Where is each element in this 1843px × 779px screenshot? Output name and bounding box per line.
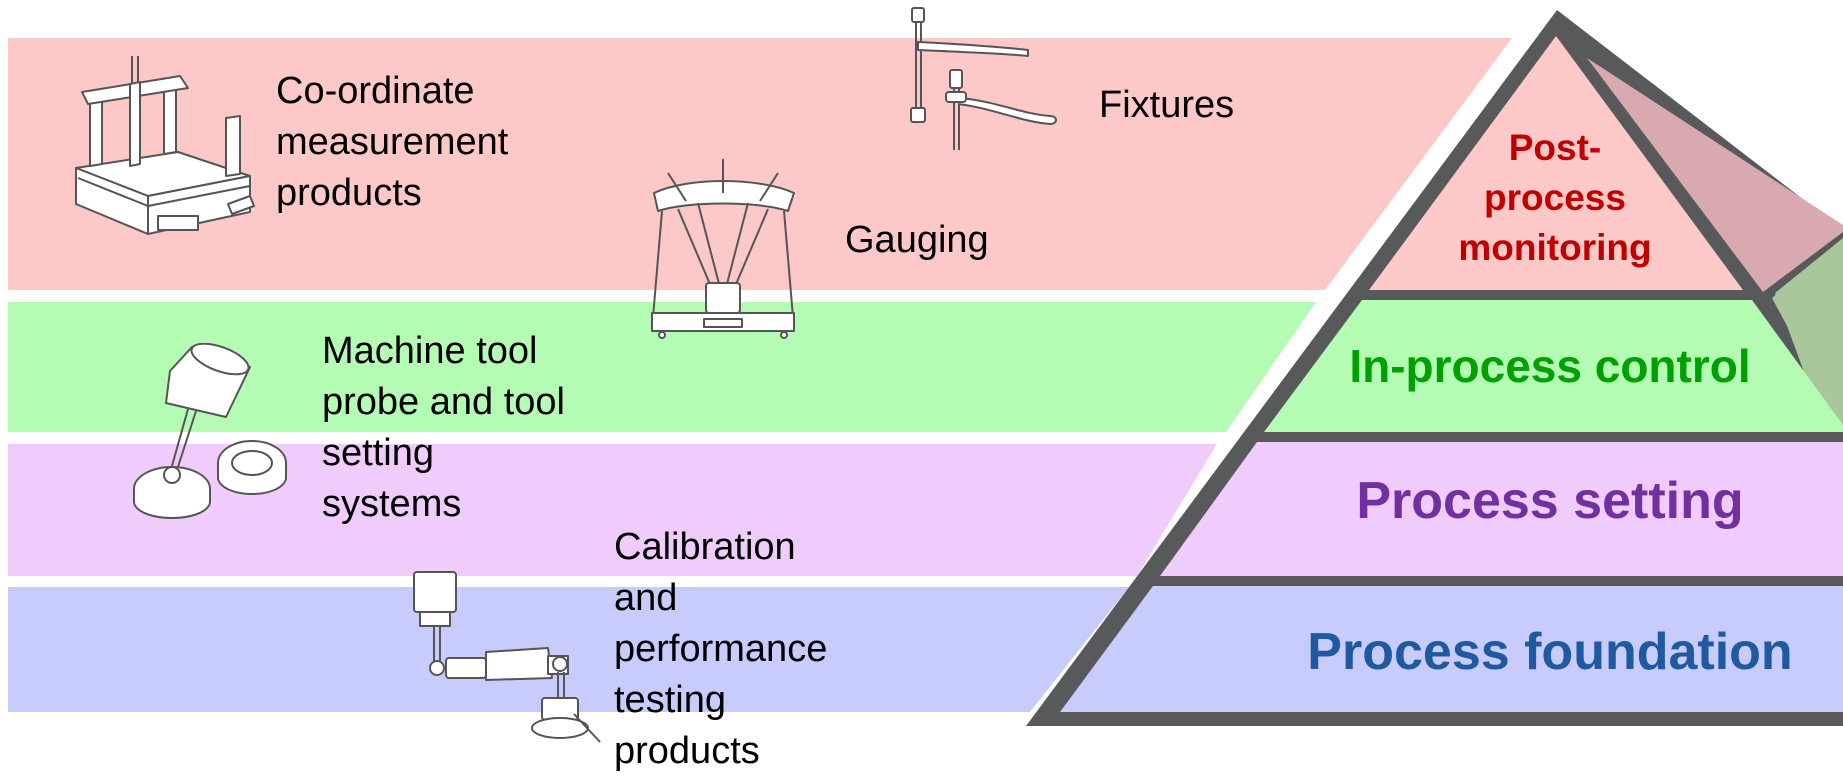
process-foundation-band <box>8 587 1129 712</box>
gauging-product-label: Gauging <box>845 219 989 261</box>
calibration-product-label: Calibration and performance testing prod… <box>614 526 828 772</box>
pyramid <box>1026 10 1843 726</box>
cmm-machine-icon <box>68 56 258 252</box>
post-process-band <box>8 38 1512 290</box>
pyramid-side-lower-fill <box>1775 238 1843 432</box>
cmm-product-label: Co-ordinate measurement products <box>276 70 509 214</box>
post-process-label: Post- process monitoring <box>1458 127 1652 268</box>
probe-product-label: Machine tool probe and tool setting syst… <box>322 330 565 525</box>
process-setting-band <box>8 444 1217 576</box>
gauging-machine-icon <box>648 153 798 339</box>
process-foundation-label: Process foundation <box>1307 623 1793 681</box>
machine-tool-probe-icon <box>130 343 290 525</box>
pyramid-level-in-process <box>1264 300 1843 432</box>
process-setting-label: Process setting <box>1356 472 1744 530</box>
fixture-clamp-icon <box>902 4 1070 156</box>
in-process-band <box>8 302 1316 432</box>
pyramid-level-post-process <box>1369 36 1743 290</box>
pyramid-level-process-setting <box>1160 442 1843 576</box>
calibration-ballbar-icon <box>412 568 602 744</box>
fixtures-product-label: Fixtures <box>1099 84 1235 126</box>
in-process-label: In-process control <box>1349 340 1751 392</box>
pyramid-side-upper <box>1587 58 1843 292</box>
pyramid-level-process-foundation <box>1060 586 1843 712</box>
